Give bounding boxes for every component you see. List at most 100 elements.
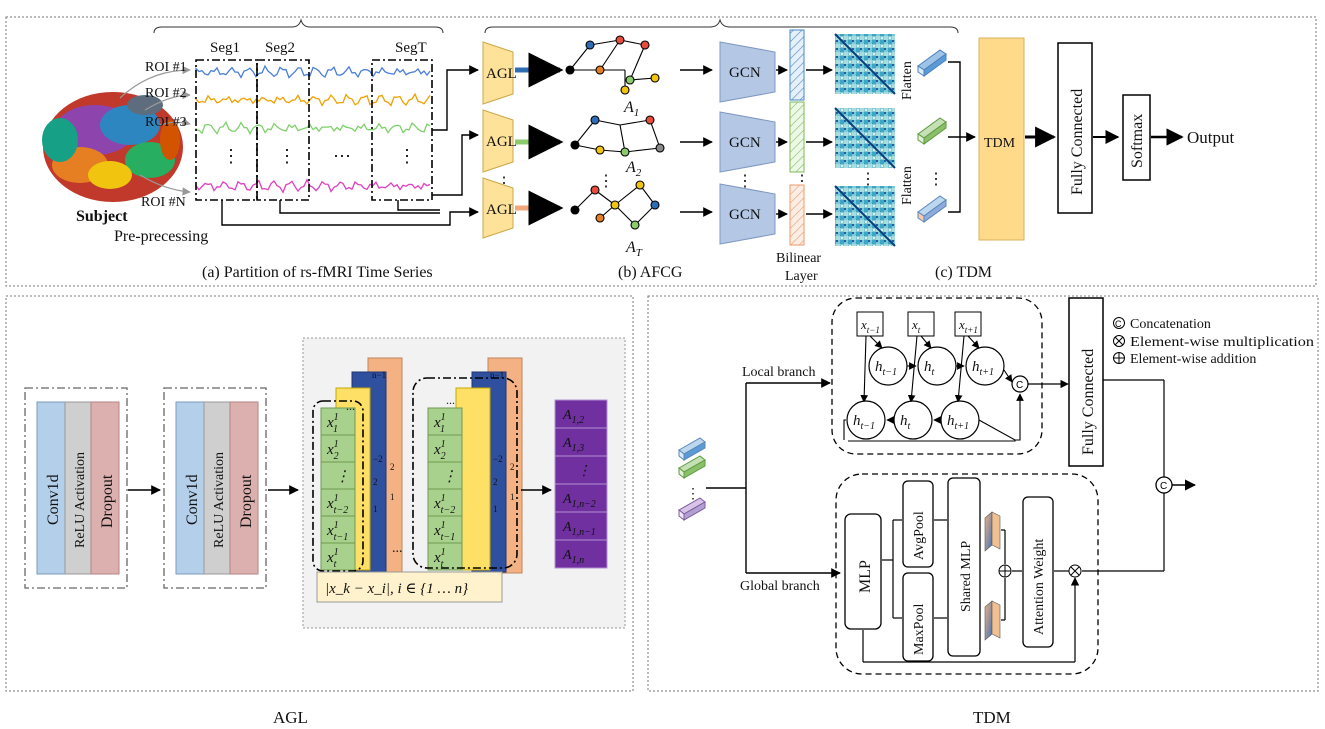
fc-block-tdm [1068,297,1104,467]
roi-label-2: ROI #2 [145,86,187,101]
agl-stack-1: n−1 2 1 −2 2 1 [335,357,403,574]
attention-block [1022,496,1054,648]
maxpool-block [902,572,934,662]
shared-mlp-block [947,477,981,657]
fc-block-top [1057,42,1093,214]
bilinear-to-matrix-arrows [806,65,833,219]
gcn-block-3: GCN [719,183,776,245]
svg-text:2: 2 [373,477,378,487]
matrix-1 [834,33,896,95]
conv-group-2-border [163,387,267,589]
gcn-block-2: GCN [719,111,776,173]
svg-text:1: 1 [510,492,515,502]
flatten-vector-1 [917,49,947,77]
seg-vdots-3: ⋮ [398,146,416,166]
graph-1 [565,35,660,95]
svg-text:Concatenation: Concatenation [1130,317,1211,332]
conv-label-2: Conv1d [184,474,201,525]
agl-block-2: AGL [482,109,517,173]
tdm-label: TDM [984,136,1016,151]
agl-output-label: A1,n−1 [562,520,596,538]
brain-roi-arrows [119,65,191,196]
flatten-vdots: ⋮ [928,171,944,188]
svg-text:AGL: AGL [486,66,517,82]
tdm-block [978,37,1025,241]
final-concat-op: C [1155,476,1197,494]
roi-label-n: ROI #N [141,195,186,210]
conv-block-1 [36,401,66,575]
agl-output-cell [554,483,608,513]
agl-block-1: AGL [482,41,517,105]
agl-output-label: ⋮ [577,464,591,479]
at-label: AT [625,239,643,259]
svg-text:2: 2 [510,462,515,472]
svg-text:n−1: n−1 [490,370,504,380]
fc-label-top: Fully Connected [1069,89,1086,195]
legend: C Concatenation Element-wise multiplicat… [1113,317,1314,367]
dropout-label-2: Dropout [238,474,255,528]
input-node [907,311,935,337]
agl-cell [320,407,356,436]
agl-cell [320,434,356,463]
gcn-vdots: ⋮ [737,173,753,190]
svg-text:GCN: GCN [729,65,761,81]
caption-b: (b) AFCG [618,264,683,281]
agl-caption: AGL [273,708,308,727]
agl-output-label: A1,n [562,548,584,566]
hidden-node-label: ht+1 [972,359,994,378]
tdm-input-vectors: ⋮ [678,437,706,522]
agl-stack-dots-top-1: ... [346,399,355,413]
global-branch-wiring [862,493,1165,663]
flatten-vector-2 [917,117,947,145]
agl-stack-2-dash [412,377,518,569]
roi-label-3: ROI #3 [145,115,187,130]
input-node-label: xt [911,317,921,335]
fc-label-tdm: Fully Connected [1080,349,1097,455]
caption-c: (c) TDM [935,264,992,281]
hidden-node-label: ht [900,413,911,432]
svg-text:⋮: ⋮ [686,487,700,502]
dropout-block-2 [229,401,259,575]
bilinear-label: Bilinear [776,251,821,266]
agl-block-3: AGL [482,177,517,239]
dropout-label-1: Dropout [99,474,116,528]
relu-block-2 [203,401,231,575]
input-node-label: xt+1 [958,317,978,335]
svg-text:2: 2 [493,477,498,487]
hidden-node-label: ht [924,359,935,378]
roi-label-1: ROI #1 [145,60,187,75]
hidden-node-label: ht−1 [853,413,875,432]
svg-text:AGL: AGL [486,134,517,150]
input-node [856,311,884,337]
flatten-vector-3 [917,195,947,223]
matrix-3 [834,185,896,247]
agl-output-label: A1,2 [562,408,584,426]
agl-cell [427,515,463,544]
conv-label-1: Conv1d [45,474,62,525]
mlp-block [844,513,882,630]
time-series-signals [195,64,431,194]
tdm-caption: TDM [973,708,1011,727]
tdm-panel-border [647,295,1319,692]
seg-hdots: ⋯ [333,146,351,166]
fc-wiring [1103,379,1165,477]
svg-text:GCN: GCN [729,207,761,223]
attention-label: Attention Weight [1032,539,1047,635]
graph-vdots: ⋮ [598,173,614,190]
agl-output-label: A1,3 [562,436,584,454]
agl-stack-1-dash [312,400,364,572]
softmax-label: Softmax [1129,114,1146,168]
layer-label: Layer [785,269,818,284]
bilinear-bar-2 [789,101,805,173]
bilinear-bar-3 [789,184,805,246]
relu-label-2: ReLU Activation [212,452,227,548]
